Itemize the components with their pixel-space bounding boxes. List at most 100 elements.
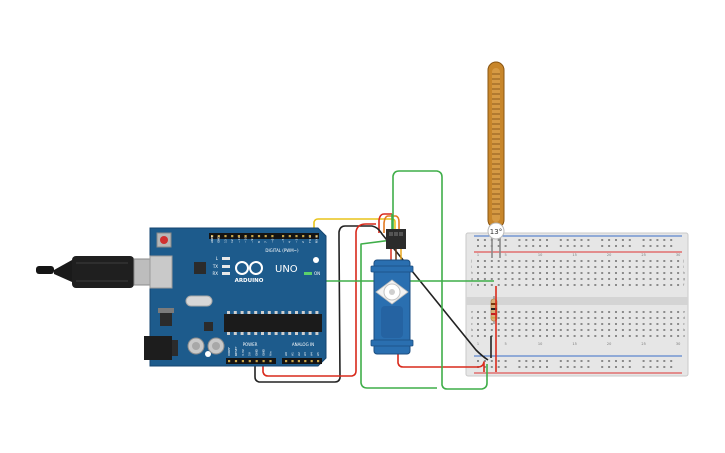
- breadboard-hole[interactable]: [490, 272, 493, 274]
- breadboard-hole[interactable]: [559, 317, 562, 319]
- breadboard-hole[interactable]: [594, 317, 597, 319]
- breadboard-hole[interactable]: [518, 266, 521, 268]
- breadboard-hole[interactable]: [539, 323, 542, 325]
- breadboard-rail-hole[interactable]: [497, 239, 500, 241]
- breadboard-hole[interactable]: [656, 323, 659, 325]
- breadboard-hole[interactable]: [628, 329, 631, 331]
- breadboard-hole[interactable]: [518, 284, 521, 286]
- breadboard-hole[interactable]: [552, 317, 555, 319]
- breadboard-hole[interactable]: [663, 311, 666, 313]
- breadboard-rail-hole[interactable]: [670, 366, 673, 368]
- breadboard-hole[interactable]: [497, 266, 500, 268]
- breadboard-hole[interactable]: [539, 335, 542, 337]
- breadboard-rail-hole[interactable]: [601, 245, 604, 247]
- breadboard-hole[interactable]: [511, 272, 514, 274]
- breadboard-hole[interactable]: [649, 278, 652, 280]
- breadboard-rail-hole[interactable]: [642, 360, 645, 362]
- breadboard-hole[interactable]: [663, 317, 666, 319]
- breadboard-hole[interactable]: [511, 323, 514, 325]
- breadboard-hole[interactable]: [642, 272, 645, 274]
- breadboard-rail-hole[interactable]: [573, 360, 576, 362]
- breadboard-rail-hole[interactable]: [649, 245, 652, 247]
- breadboard-hole[interactable]: [483, 284, 486, 286]
- breadboard-hole[interactable]: [670, 278, 673, 280]
- digital-pin[interactable]: [244, 235, 247, 238]
- digital-pin[interactable]: [308, 235, 311, 238]
- breadboard-hole[interactable]: [670, 311, 673, 313]
- breadboard-hole[interactable]: [670, 323, 673, 325]
- power-pin[interactable]: [228, 360, 231, 363]
- breadboard-rail-hole[interactable]: [608, 360, 611, 362]
- breadboard-rail-hole[interactable]: [559, 245, 562, 247]
- analog-pin[interactable]: [285, 360, 288, 363]
- breadboard-hole[interactable]: [587, 317, 590, 319]
- breadboard-hole[interactable]: [670, 317, 673, 319]
- breadboard-hole[interactable]: [615, 329, 617, 331]
- breadboard-hole[interactable]: [525, 260, 528, 262]
- breadboard-rail-hole[interactable]: [566, 245, 569, 247]
- breadboard-rail-hole[interactable]: [615, 360, 617, 362]
- breadboard-hole[interactable]: [559, 323, 562, 325]
- breadboard-hole[interactable]: [628, 311, 631, 313]
- breadboard-hole[interactable]: [594, 260, 597, 262]
- breadboard-hole[interactable]: [559, 278, 562, 280]
- breadboard-hole[interactable]: [518, 329, 521, 331]
- breadboard-hole[interactable]: [642, 323, 645, 325]
- breadboard-rail-hole[interactable]: [608, 245, 611, 247]
- breadboard-hole[interactable]: [621, 260, 624, 262]
- breadboard-hole[interactable]: [525, 311, 528, 313]
- breadboard-hole[interactable]: [539, 272, 542, 274]
- breadboard-hole[interactable]: [559, 311, 562, 313]
- breadboard-hole[interactable]: [635, 335, 638, 337]
- digital-pin[interactable]: [302, 235, 305, 238]
- digital-pin[interactable]: [264, 235, 267, 238]
- breadboard-hole[interactable]: [497, 329, 500, 331]
- breadboard-hole[interactable]: [608, 260, 611, 262]
- breadboard-hole[interactable]: [559, 266, 562, 268]
- breadboard-hole[interactable]: [677, 335, 680, 337]
- servo-motor[interactable]: [370, 229, 414, 355]
- breadboard-hole[interactable]: [677, 311, 680, 313]
- breadboard-rail-hole[interactable]: [628, 366, 631, 368]
- breadboard-hole[interactable]: [497, 317, 500, 319]
- breadboard-hole[interactable]: [483, 317, 486, 319]
- breadboard-hole[interactable]: [594, 278, 597, 280]
- breadboard-hole[interactable]: [483, 260, 486, 262]
- power-pin[interactable]: [248, 360, 251, 363]
- breadboard-hole[interactable]: [573, 329, 576, 331]
- breadboard-hole[interactable]: [573, 272, 576, 274]
- breadboard-hole[interactable]: [580, 278, 583, 280]
- breadboard-rail-hole[interactable]: [539, 245, 542, 247]
- breadboard-hole[interactable]: [511, 317, 514, 319]
- breadboard-rail-hole[interactable]: [663, 239, 666, 241]
- breadboard-hole[interactable]: [504, 266, 507, 268]
- breadboard-hole[interactable]: [497, 278, 500, 280]
- breadboard-hole[interactable]: [504, 260, 507, 262]
- breadboard-hole[interactable]: [566, 335, 569, 337]
- breadboard-hole[interactable]: [573, 311, 576, 313]
- breadboard-hole[interactable]: [552, 272, 555, 274]
- breadboard-rail-hole[interactable]: [601, 360, 604, 362]
- breadboard-hole[interactable]: [504, 278, 507, 280]
- breadboard-rail-hole[interactable]: [656, 366, 659, 368]
- breadboard-rail-hole[interactable]: [663, 366, 666, 368]
- breadboard-hole[interactable]: [573, 323, 576, 325]
- breadboard-hole[interactable]: [608, 284, 611, 286]
- breadboard-rail-hole[interactable]: [608, 366, 611, 368]
- wire-red-5v[interactable]: [262, 223, 376, 377]
- breadboard-hole[interactable]: [663, 329, 666, 331]
- breadboard-hole[interactable]: [477, 284, 479, 286]
- breadboard-hole[interactable]: [504, 317, 507, 319]
- breadboard-hole[interactable]: [483, 323, 486, 325]
- breadboard-hole[interactable]: [649, 323, 652, 325]
- breadboard-hole[interactable]: [511, 329, 514, 331]
- breadboard-rail-hole[interactable]: [628, 360, 631, 362]
- digital-pin[interactable]: [251, 235, 254, 238]
- breadboard-rail-hole[interactable]: [656, 245, 659, 247]
- breadboard-hole[interactable]: [483, 266, 486, 268]
- breadboard-hole[interactable]: [566, 266, 569, 268]
- breadboard-hole[interactable]: [621, 284, 624, 286]
- breadboard-rail-hole[interactable]: [477, 245, 479, 247]
- breadboard-hole[interactable]: [552, 323, 555, 325]
